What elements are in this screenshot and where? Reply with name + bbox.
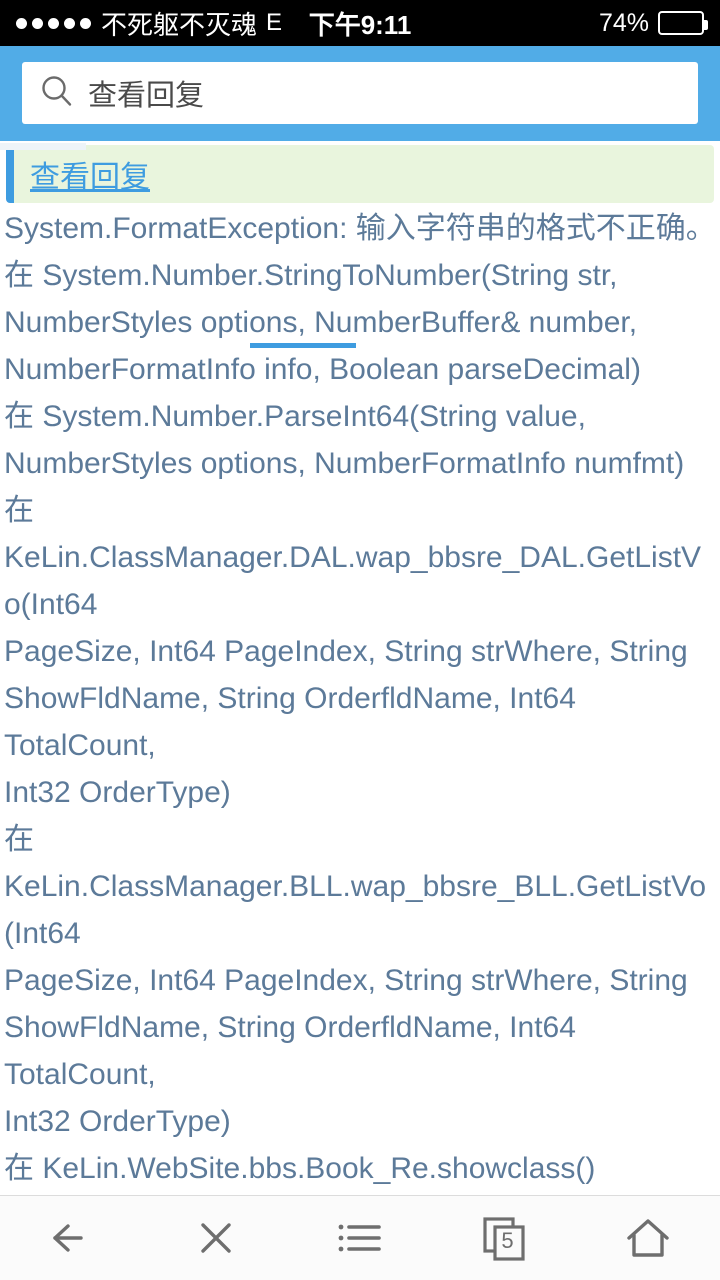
stack-trace-line: 在 KeLin.WebSite.bbs.Book_Re.showclass() [4,1152,596,1185]
nav-menu-button[interactable] [305,1196,415,1280]
stack-trace-line: NumberStyles options, NumberBuffer& numb… [4,306,638,339]
network-type-label: E [266,9,283,36]
stack-trace-line: 在 [4,823,34,856]
stack-trace-line: ShowFldName, String OrderfldName, Int64 … [4,1011,584,1091]
stack-trace-line: ShowFldName, String OrderfldName, Int64 … [4,682,584,762]
page-load-indicator [0,143,86,150]
stack-trace-line: 在 [4,494,34,527]
view-reply-callout: 查看回复 [6,145,714,203]
stack-trace-line: 在 System.Number.ParseInt64(String value, [4,400,586,433]
search-bar[interactable]: 查看回复 [22,62,698,124]
search-icon [40,74,74,113]
view-reply-link[interactable]: 查看回复 [30,161,150,194]
nav-tabs-button[interactable]: 5 [449,1196,559,1280]
stack-trace-line: NumberStyles options, NumberFormatInfo n… [4,447,685,480]
stack-trace-line: Int32 OrderType) [4,776,231,809]
stack-trace-line: NumberFormatInfo info, Boolean parseDeci… [4,353,641,386]
browser-bottom-nav: 5 [0,1195,720,1280]
stack-trace-line: Int32 OrderType) [4,1105,231,1138]
web-page-content: 查看回复 System.FormatException: 输入字符串的格式不正确… [0,141,720,1280]
nav-back-button[interactable] [17,1196,127,1280]
blue-accent-bar [250,343,356,348]
tab-count-label: 5 [501,1227,514,1253]
stack-trace-line: PageSize, Int64 PageIndex, String strWhe… [4,964,688,997]
signal-strength-icon [16,17,91,29]
battery-percent-label: 74% [598,8,649,37]
exception-stack-trace: System.FormatException: 输入字符串的格式不正确。在 Sy… [0,203,720,1192]
stack-trace-line: 在 System.Number.StringToNumber(String st… [4,259,618,292]
stack-trace-line: KeLin.ClassManager.DAL.wap_bbsre_DAL.Get… [4,541,702,621]
browser-toolbar: 查看回复 [0,46,720,141]
battery-icon [658,11,708,35]
stack-trace-line: PageSize, Int64 PageIndex, String strWhe… [4,635,688,668]
status-bar: 不死躯不灭魂 E 下午9:11 74% [0,0,720,46]
carrier-name: 不死躯不灭魂 [101,9,258,40]
search-input[interactable]: 查看回复 [88,80,205,112]
nav-close-button[interactable] [161,1196,271,1280]
nav-home-button[interactable] [593,1196,703,1280]
stack-trace-line: KeLin.ClassManager.BLL.wap_bbsre_BLL.Get… [4,870,707,950]
status-bar-right-group: 74% [598,8,708,38]
stack-trace-line: System.FormatException: 输入字符串的格式不正确。 [4,212,716,245]
